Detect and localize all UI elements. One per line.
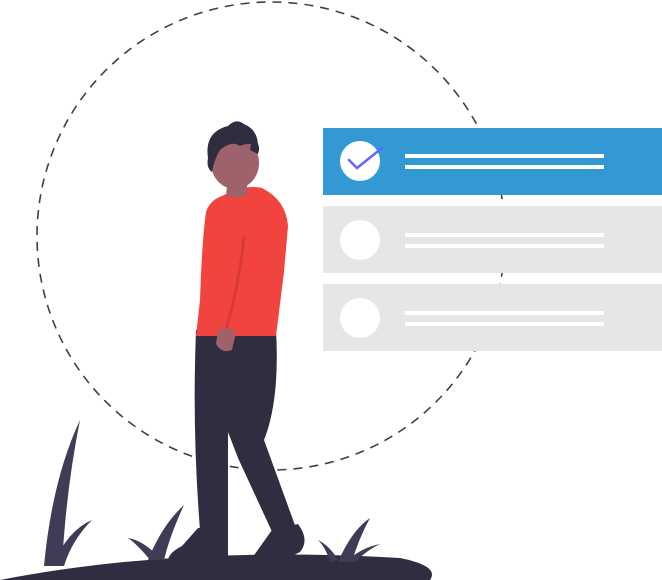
checklist-item-checked	[323, 128, 662, 195]
shoe-right	[249, 524, 305, 572]
person	[167, 121, 305, 572]
text-line-placeholder	[405, 244, 604, 248]
check-circle	[340, 141, 380, 181]
empty-circle	[340, 220, 380, 260]
checklist-item-unchecked	[323, 284, 662, 351]
grass-blade	[148, 505, 184, 560]
pants	[194, 330, 296, 536]
check-icon	[347, 146, 384, 170]
hair	[207, 121, 258, 172]
checklist-item-unchecked	[323, 206, 662, 273]
grass-blade	[338, 518, 370, 562]
grass	[44, 420, 380, 566]
head	[211, 137, 259, 189]
text-line-placeholder	[405, 233, 604, 237]
grass-blade	[318, 540, 338, 562]
grass-blade	[128, 538, 158, 560]
empty-circle	[340, 298, 380, 338]
grass-blade	[52, 520, 92, 566]
text-line-placeholder	[405, 154, 604, 158]
hair-tuft	[250, 138, 260, 154]
text-line-placeholder	[405, 322, 604, 326]
grass-blade	[346, 544, 380, 562]
shoe-left	[167, 528, 228, 564]
text-line-placeholder	[405, 311, 604, 315]
grass-blade	[44, 420, 80, 566]
hand	[216, 328, 236, 352]
ground	[0, 554, 432, 580]
arm-shadow	[224, 235, 246, 331]
text-line-placeholder	[405, 165, 604, 169]
